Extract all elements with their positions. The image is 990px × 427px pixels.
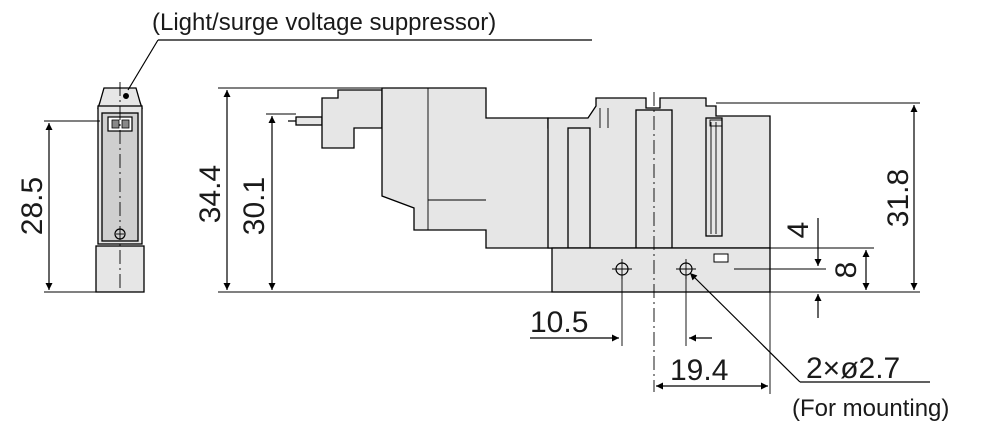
dim-hole-x: 10.5 bbox=[530, 306, 588, 339]
dim-base-height: 8 bbox=[830, 262, 863, 279]
callout-for-mounting: (For mounting) bbox=[792, 395, 949, 422]
dim-hole-pitch: 19.4 bbox=[670, 354, 728, 387]
side-view bbox=[44, 39, 592, 293]
dim-hole-offset: 4 bbox=[782, 222, 815, 239]
callout-hole-spec: 2×ø2.7 bbox=[806, 352, 900, 385]
front-view bbox=[218, 87, 930, 394]
dim-side-height: 28.5 bbox=[16, 177, 49, 235]
callout-light-surge: (Light/surge voltage suppressor) bbox=[152, 9, 496, 36]
dim-connector-height: 30.1 bbox=[238, 177, 271, 235]
dim-right-height: 31.8 bbox=[882, 169, 915, 227]
dim-overall-height: 34.4 bbox=[194, 165, 227, 223]
